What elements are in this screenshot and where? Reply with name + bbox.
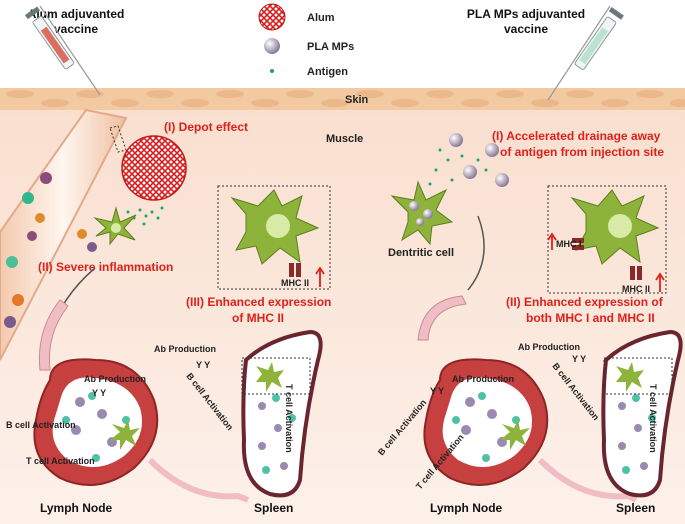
svg-text:Y Y: Y Y [430,386,444,396]
antigen-legend-icon [270,69,274,73]
left-antigen-dots [126,206,164,226]
left-lymph-node-label: Lymph Node [40,501,113,515]
legend-antigen: Antigen [307,66,348,78]
severe-inflammation-label: (II) Severe inflammation [38,260,173,274]
right-antibodies: Y Y Y Y [430,354,586,396]
left-lymph-vessel [38,299,69,371]
svg-text:Y Y: Y Y [92,388,106,398]
left-enhanced-line1: (III) Enhanced expression [186,295,331,309]
muscle-label: Muscle [326,133,363,145]
legend-alum: Alum [307,12,335,24]
alum-legend-icon [258,3,286,31]
left-blood-vessel [0,108,128,361]
left-title-line2: vaccine [54,22,98,36]
left-enhanced-line2: of MHC II [232,311,284,325]
left-zoom-cell [230,189,320,265]
left-spleen-zoom-box [241,357,311,395]
right-spleen [601,329,683,498]
right-lymph-to-spleen [537,457,638,503]
top-background [0,0,685,90]
legend: Alum PLA MPs Antigen [258,3,354,78]
left-dendritic-cell [93,206,137,246]
right-ab-production-ln: Ab Production [452,374,514,384]
right-lymph-node-label: Lymph Node [430,501,503,515]
right-lymph-vessel [417,295,467,341]
right-antigen-dots [428,148,488,186]
depot-effect-label: (I) Depot effect [164,120,248,134]
left-syringe [24,5,101,96]
right-drainage-line2: of antigen from injection site [500,145,664,159]
right-drainage-line1: (I) Accelerated drainage away [492,129,661,143]
left-cell-1 [77,229,87,239]
right-title-line1: PLA MPs adjuvanted [467,7,585,21]
svg-text:Y Y: Y Y [196,360,210,370]
mhc1-right-icon [572,238,584,250]
arrow-up-icon [547,232,557,250]
left-spleen-label: Spleen [254,501,293,515]
mhc2-right-icon [630,266,642,280]
left-t-cell-sp: T cell Activation [284,384,294,453]
right-dendritic-cell [390,180,454,246]
left-spleen [241,329,323,498]
svg-text:Y Y: Y Y [572,354,586,364]
mhc1-right-label: MHC I [556,239,582,249]
right-spleen-zoom-box [603,357,673,395]
left-t-cell-ln: T cell Activation [26,456,95,466]
left-b-cell-ln: B cell Activation [6,420,76,430]
mhc2-right-label: MHC II [622,284,650,294]
left-lymph-to-spleen [147,457,250,503]
arrow-up-icon [315,266,325,287]
left-ab-production-ln: Ab Production [84,374,146,384]
left-ab-production-sp: Ab Production [154,344,216,354]
right-pla-particles [449,133,509,187]
left-cell-2 [87,242,97,252]
right-enhanced-line1: (II) Enhanced expression of [506,295,664,309]
right-t-cell-sp: T cell Activation [648,384,658,453]
alum-depot [121,135,187,201]
dendritic-cell-label: Dentritic cell [388,247,454,259]
arrow-up-icon [655,272,665,292]
mhc2-left-icon [289,263,301,277]
left-title-line1: Alum adjuvanted [28,7,125,21]
right-title-line2: vaccine [504,22,548,36]
pla-legend-icon [264,38,280,54]
mhc2-left-label: MHC II [281,278,309,288]
right-syringe [547,5,624,101]
left-zoom-box [217,185,331,290]
skin-label: Skin [345,94,369,106]
depot-zoom-line [109,125,127,153]
left-lymph-node [33,358,159,487]
right-migration-arrow [467,215,485,291]
right-ab-production-sp: Ab Production [518,342,580,352]
right-enhanced-line2: both MHC I and MHC II [526,311,655,325]
left-antibodies: Y Y Y Y [92,360,210,398]
right-zoom-cell [570,189,660,265]
right-spleen-label: Spleen [616,501,655,515]
right-lymph-node [423,358,549,487]
legend-pla: PLA MPs [307,41,354,53]
skin-layer [0,88,685,110]
